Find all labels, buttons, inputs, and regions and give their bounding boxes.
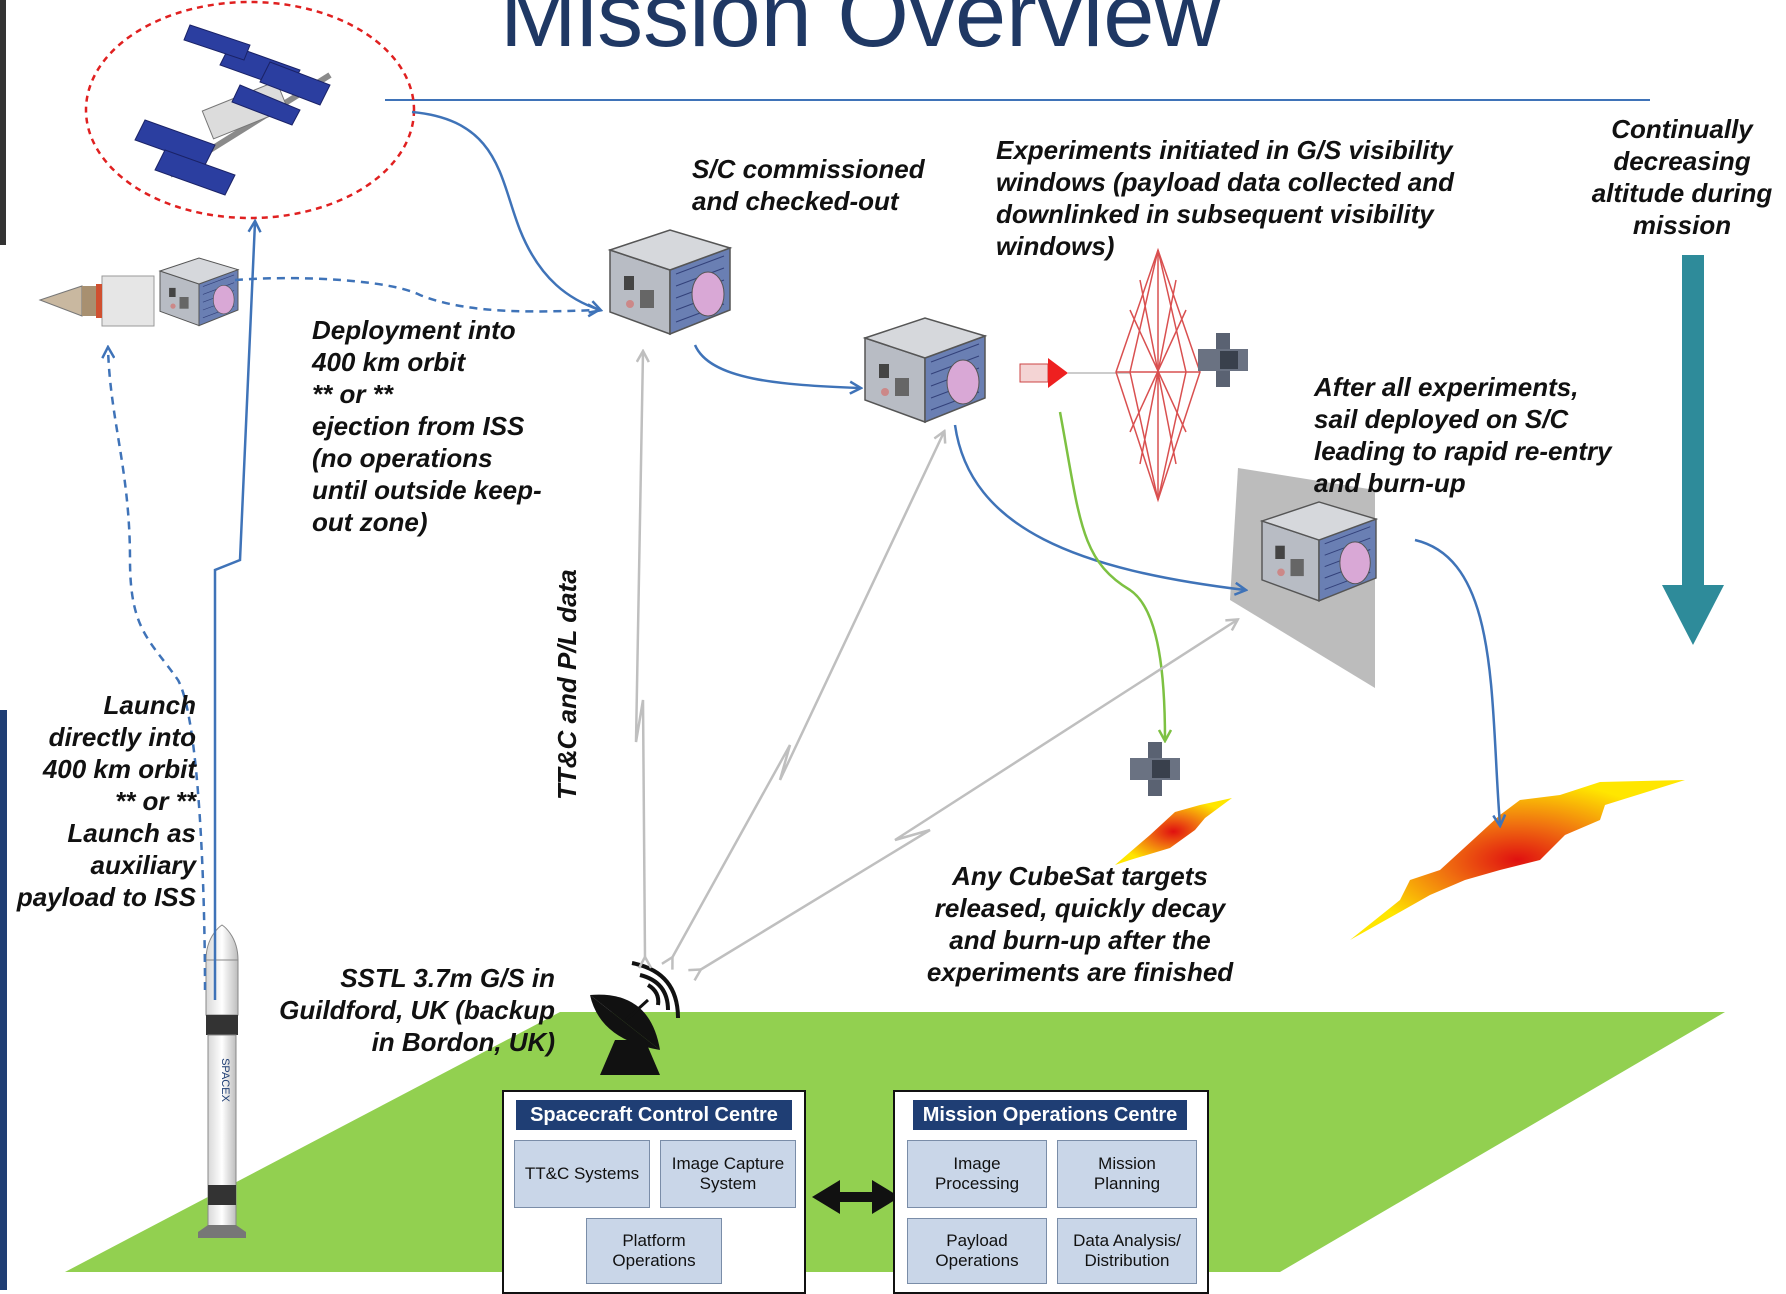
comms-link-experiments <box>672 432 944 958</box>
centres-link-arrow <box>812 1180 900 1214</box>
capture-net-icon <box>1115 247 1201 503</box>
auxiliary-launch-arrow <box>108 348 207 991</box>
rocket-icon: SPACEX <box>198 924 246 1238</box>
launch-label: Launch directly into 400 km orbit ** or … <box>16 690 196 912</box>
satellite-icon-experiments <box>864 317 986 423</box>
image-processing-box: Image Processing <box>907 1140 1047 1208</box>
commissioning-to-experiments-arrow <box>693 344 860 388</box>
burn-up-flame-icon-small <box>1115 798 1232 865</box>
experiment-launcher-icon <box>1019 358 1130 388</box>
altitude-label: Continually decreasing altitude during m… <box>1591 114 1773 240</box>
spacecraft-control-centre-title: Spacecraft Control Centre <box>516 1100 792 1130</box>
ttc-systems-box: TT&C Systems <box>514 1140 650 1208</box>
iss-icon <box>84 0 416 220</box>
satellite-icon-commissioned <box>609 229 731 335</box>
svg-text:SPACEX: SPACEX <box>219 1058 231 1102</box>
cubesat-label: Any CubeSat targets released, quickly de… <box>926 861 1234 987</box>
page-title: Mission Overview <box>500 0 1221 66</box>
platform-operations-box: Platform Operations <box>586 1218 722 1284</box>
cubesat-target-icon <box>1198 333 1248 387</box>
slide-edge-blue <box>0 710 7 1290</box>
deployment-arrow <box>234 276 598 311</box>
commissioned-label: S/C commissioned and checked-out <box>692 154 925 216</box>
altitude-decrease-arrow <box>1662 255 1724 645</box>
experiments-label: Experiments initiated in G/S visibility … <box>996 135 1454 261</box>
mission-planning-box: Mission Planning <box>1057 1140 1197 1208</box>
launch-to-iss-arrow <box>213 222 255 1000</box>
mission-operations-centre: Mission Operations Centre Image Processi… <box>893 1090 1209 1294</box>
image-capture-system-box: Image Capture System <box>660 1140 796 1208</box>
sail-to-reentry-arrow <box>1414 538 1500 825</box>
ground-station-label: SSTL 3.7m G/S in Guildford, UK (backup i… <box>279 963 555 1057</box>
experiments-to-sail-arrow <box>953 424 1245 590</box>
sail-label: After all experiments, sail deployed on … <box>1314 372 1612 498</box>
mission-operations-centre-title: Mission Operations Centre <box>913 1100 1187 1130</box>
slide-edge-dark <box>0 0 6 245</box>
burn-up-flame-icon-large <box>1350 780 1685 940</box>
payload-operations-box: Payload Operations <box>907 1218 1047 1284</box>
ttc-data-label: TT&C and P/L data <box>552 569 582 800</box>
comms-link-commissioning <box>634 352 645 958</box>
data-analysis-distribution-box: Data Analysis/ Distribution <box>1057 1218 1197 1284</box>
cubesat-target-icon-decaying <box>1130 742 1180 796</box>
comms-link-sail <box>700 620 1237 970</box>
spacecraft-control-centre: Spacecraft Control Centre TT&C Systems I… <box>502 1090 806 1294</box>
iss-to-commissioning-arrow <box>411 110 600 310</box>
launch-vehicle-upper-stage-icon <box>38 275 155 327</box>
deployment-label: Deployment into 400 km orbit ** or ** ej… <box>312 315 542 537</box>
satellite-icon-deploying <box>159 257 239 327</box>
